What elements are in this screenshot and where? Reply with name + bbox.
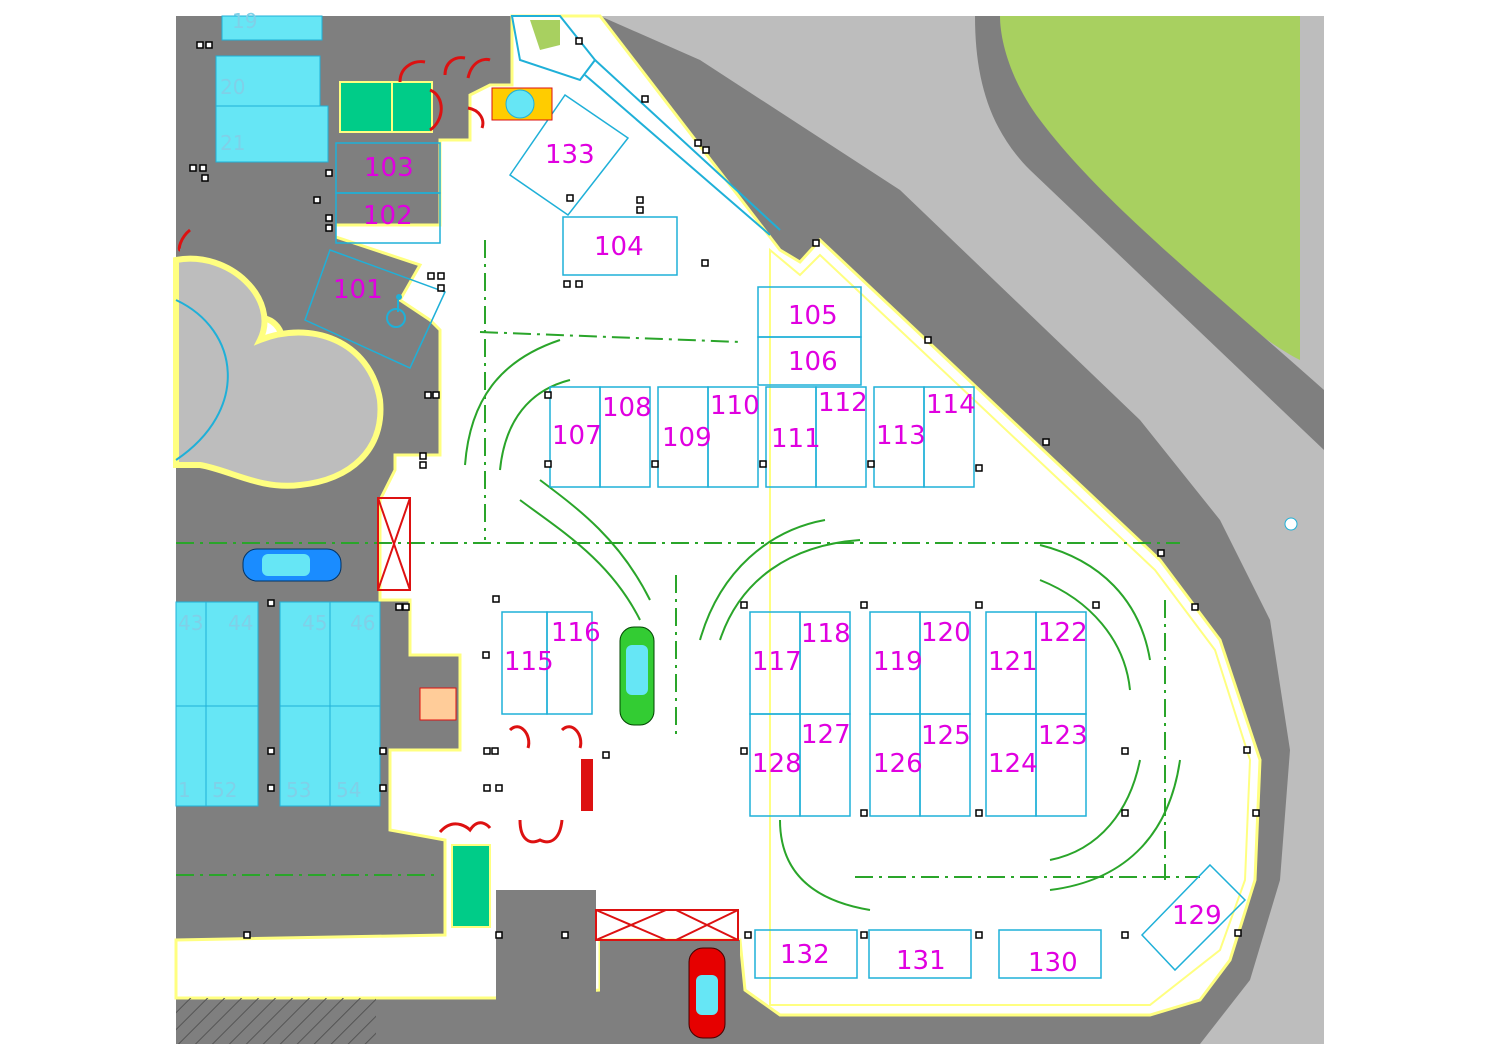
stair-core (419, 687, 457, 721)
barriers (377, 497, 739, 941)
bay-104: 104 (594, 232, 644, 262)
left-bay-20: 20 (220, 75, 245, 99)
bay-125: 125 (921, 721, 971, 751)
bay-109: 109 (662, 423, 712, 453)
left-bay-44-rect (205, 601, 259, 707)
left-bay-43-rect (175, 601, 207, 707)
bay-121: 121 (988, 647, 1038, 677)
left-bay-labels: 19 20 21 43 44 45 46 1 52 53 54 (178, 9, 375, 802)
bay-116: 116 (551, 618, 601, 648)
bay-101: 101 (333, 275, 383, 305)
bay-107: 107 (552, 421, 602, 451)
bay-103: 103 (364, 153, 414, 183)
entry-structure (491, 15, 781, 236)
left-bay-21-rect (215, 105, 329, 163)
grass-area (1000, 16, 1300, 360)
doors (177, 56, 583, 844)
bollards (189, 37, 1260, 939)
bay-118: 118 (801, 619, 851, 649)
left-bay-45-rect (279, 601, 331, 707)
lot-inner-border (769, 247, 1252, 1006)
bay-114: 114 (926, 390, 976, 420)
stair-block-bottom (451, 844, 491, 928)
left-bay-19-rect (221, 15, 323, 41)
bay-outlines (304, 93, 1247, 979)
bay-102: 102 (363, 201, 413, 231)
bay-105: 105 (788, 301, 838, 331)
bay-112: 112 (818, 388, 868, 418)
left-bay-54: 54 (336, 778, 361, 802)
bay-119: 119 (873, 647, 923, 677)
left-bay-46-rect (329, 601, 381, 707)
bay-129: 129 (1172, 901, 1222, 931)
left-bay-46: 46 (350, 611, 375, 635)
wheelchair-icon (386, 294, 406, 328)
bay-115: 115 (504, 647, 554, 677)
bay-111: 111 (771, 424, 821, 454)
left-bay-52: 52 (212, 778, 237, 802)
left-bay-43: 43 (178, 611, 203, 635)
left-bay-44: 44 (228, 611, 253, 635)
bay-120: 120 (921, 618, 971, 648)
bay-131: 131 (896, 946, 946, 976)
hatched-area (176, 998, 376, 1044)
left-bay-19: 19 (232, 9, 257, 33)
bay-126: 126 (873, 749, 923, 779)
left-bay-53: 53 (286, 778, 311, 802)
car-blue (242, 548, 342, 582)
car-green (619, 626, 655, 726)
bay-123: 123 (1038, 721, 1088, 751)
bay-110: 110 (710, 391, 760, 421)
road-marker (1284, 517, 1298, 531)
bay-130: 130 (1028, 948, 1078, 978)
bay-127: 127 (801, 720, 851, 750)
guide-lines (176, 240, 1200, 911)
stair-block-top (339, 81, 393, 133)
bay-117: 117 (752, 647, 802, 677)
stair-block-top2 (391, 81, 433, 133)
left-bay-52-rect (205, 705, 259, 807)
bay-108: 108 (602, 393, 652, 423)
bay-113: 113 (876, 421, 926, 451)
left-bay-51-rect (175, 705, 207, 807)
ramp-entry (496, 890, 596, 1000)
left-bay-45: 45 (302, 611, 327, 635)
car-red (688, 947, 726, 1039)
grass-road-edge (975, 16, 1324, 450)
bay-133: 133 (545, 140, 595, 170)
plaza-blue-arc (175, 299, 229, 461)
bay-124: 124 (988, 749, 1038, 779)
bay-128: 128 (752, 749, 802, 779)
left-bay-54-rect (329, 705, 381, 807)
left-bay-51: 1 (178, 778, 191, 802)
bay-labels: 101 102 103 104 105 106 107 108 109 110 … (333, 140, 1222, 978)
left-bay-21: 21 (220, 131, 245, 155)
bay-132: 132 (780, 940, 830, 970)
plaza-curve (173, 255, 384, 489)
bay-122: 122 (1038, 618, 1088, 648)
bay-106: 106 (788, 347, 838, 377)
